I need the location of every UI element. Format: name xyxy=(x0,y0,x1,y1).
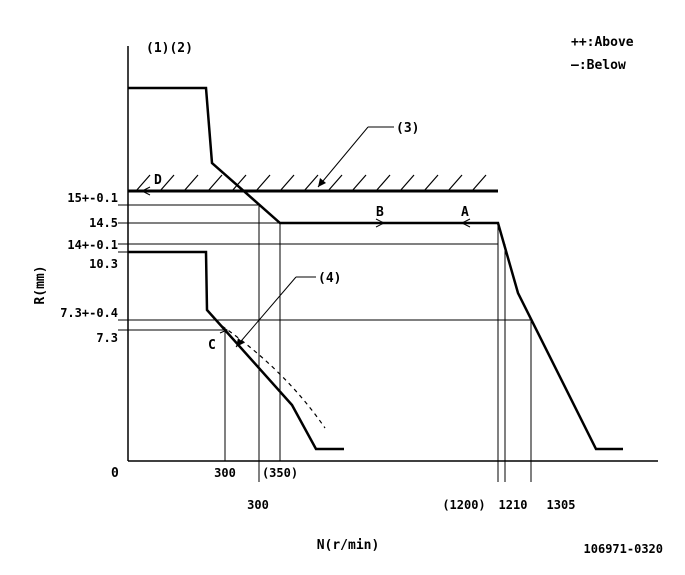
callout-4-arrowhead xyxy=(236,338,244,347)
y-label-15: 15+-0.1 xyxy=(67,191,118,205)
point-a-label: A xyxy=(461,205,469,220)
y-label-10-3: 10.3 xyxy=(89,257,118,271)
x-label-350: (350) xyxy=(262,466,298,480)
point-b-label: B xyxy=(376,205,384,220)
upper-characteristic-curve xyxy=(128,86,623,451)
callout-3-arrowhead xyxy=(318,178,326,187)
x-label-1200: (1200) xyxy=(442,498,485,512)
x-label-1305: 1305 xyxy=(547,498,576,512)
origin-label: 0 xyxy=(111,466,119,481)
x-label-1210: 1210 xyxy=(499,498,528,512)
callout-3: (3) xyxy=(396,121,419,136)
y-label-14: 14+-0.1 xyxy=(67,238,118,252)
point-c-arrow xyxy=(219,325,229,334)
callout-4: (4) xyxy=(318,271,341,286)
y-label-14-5: 14.5 xyxy=(89,216,118,230)
dashed-curve xyxy=(221,325,326,429)
y-label-7-3: 7.3 xyxy=(96,331,118,345)
point-d-label: D xyxy=(154,173,162,188)
x-label-300-upper: 300 xyxy=(214,466,236,480)
header-marks: (1)(2) xyxy=(146,41,193,56)
diagram-id: 106971-0320 xyxy=(584,542,663,556)
lower-characteristic-curve xyxy=(128,250,344,451)
point-a-arrow xyxy=(460,218,471,228)
legend-below: —:Below xyxy=(571,58,626,73)
point-b-arrow xyxy=(375,218,386,228)
point-d-arrow xyxy=(140,186,151,196)
stopper-line xyxy=(128,174,498,193)
x-axis-label: N(r/min) xyxy=(317,538,380,553)
y-axis-label: R(mm) xyxy=(33,265,48,304)
y-label-7-3-tol: 7.3+-0.4 xyxy=(60,306,118,320)
vertical-reference-lines xyxy=(224,205,532,482)
callout-3-leader xyxy=(317,126,394,188)
point-c-label: C xyxy=(208,338,216,353)
x-label-300-lower: 300 xyxy=(247,498,269,512)
legend-above: ++:Above xyxy=(571,35,634,50)
horizontal-reference-lines xyxy=(118,204,531,331)
callout-4-leader xyxy=(235,276,316,348)
